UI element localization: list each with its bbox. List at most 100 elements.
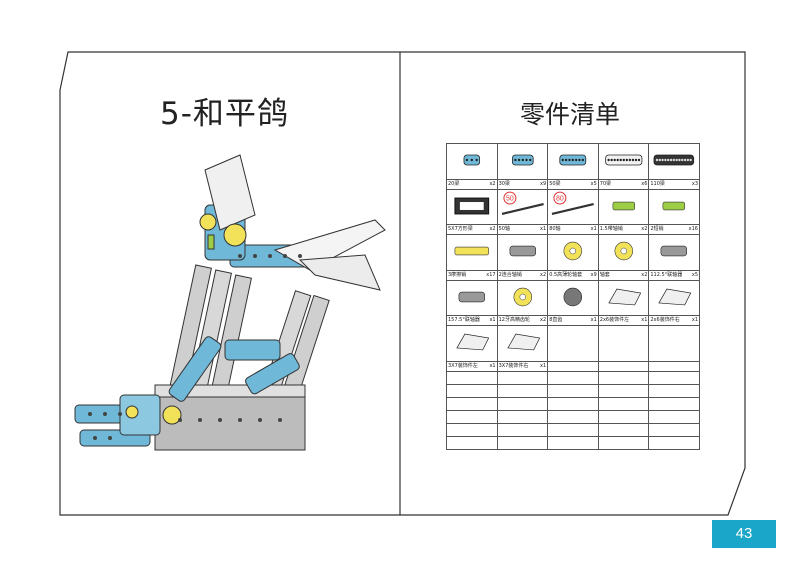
black-beam-15-icon	[653, 154, 695, 166]
blue-beam-3-icon	[463, 154, 481, 166]
empty-part-icon	[599, 326, 649, 358]
empty-table-row	[446, 435, 700, 451]
grey-angle-connector-icon	[660, 245, 688, 257]
part-image-cell: 80	[547, 188, 599, 226]
part-name: 70梁	[599, 180, 612, 187]
axle-80-icon: 80	[551, 191, 595, 215]
empty-cell	[547, 409, 599, 424]
part-image-cell	[547, 143, 599, 180]
empty-cell	[496, 435, 549, 451]
black-frame-5x7-icon	[454, 197, 490, 214]
part-name: 157.5°联轴器	[448, 317, 480, 324]
part-name: 2短销	[650, 226, 664, 233]
empty-cell	[597, 435, 650, 451]
peace-dove-model-illustration	[74, 154, 386, 451]
part-quantity: x6	[641, 180, 648, 187]
part-quantity: x16	[688, 226, 698, 233]
grey-gear-8-icon	[563, 287, 583, 306]
part-quantity: x2	[641, 271, 648, 278]
empty-table-row	[446, 383, 700, 398]
empty-cell	[496, 383, 549, 398]
part-label-cell: 2短销 x16	[648, 224, 700, 236]
part-quantity: x9	[590, 271, 597, 278]
part-image-cell	[648, 325, 700, 363]
axle-length-badge: 50	[503, 191, 516, 205]
part-label-cell	[597, 361, 650, 372]
white-panel-3x7-left-icon	[456, 333, 490, 351]
part-image-cell	[648, 188, 700, 226]
grey-connector-pin-icon	[509, 245, 536, 257]
yellow-long-pin-icon	[454, 246, 489, 256]
part-name: 3X7装饰件右	[498, 363, 529, 370]
parts-image-row	[446, 143, 700, 180]
part-image-cell	[446, 143, 498, 180]
empty-cell	[446, 422, 498, 437]
part-quantity: x17	[486, 271, 496, 278]
part-name: 0.5高薄轮轴套	[549, 271, 583, 278]
empty-cell	[597, 370, 650, 385]
empty-part-icon	[649, 326, 699, 358]
part-quantity: x1	[489, 363, 496, 370]
part-name: 3X7装饰件左	[448, 363, 478, 370]
blue-beam-7-icon	[559, 154, 587, 166]
part-label-cell: 5X7方形梁 x2	[446, 224, 498, 236]
part-label-cell: 50梁 x5	[547, 178, 599, 190]
part-image-cell	[446, 188, 498, 226]
part-image-cell	[648, 234, 700, 271]
svg-text:50: 50	[506, 195, 514, 202]
axle-length-badge: 80	[553, 191, 567, 205]
part-quantity: x2	[489, 226, 496, 233]
yellow-bush-icon	[614, 241, 633, 261]
empty-cell	[597, 422, 650, 437]
part-quantity: x5	[590, 180, 597, 187]
empty-cell	[547, 370, 599, 385]
page-number: 43	[735, 525, 753, 542]
yellow-gear-12-icon	[513, 287, 532, 306]
empty-cell	[648, 409, 700, 424]
empty-cell	[496, 409, 549, 424]
part-image-cell: 50	[496, 188, 549, 226]
part-name: 50轴	[498, 226, 510, 233]
white-panel-left-icon	[608, 288, 641, 305]
empty-cell	[446, 370, 498, 385]
axle-50-icon: 50	[501, 191, 544, 215]
page-title: 5-和平鸽	[160, 96, 289, 132]
empty-cell	[648, 435, 700, 451]
empty-cell	[496, 370, 549, 385]
empty-cell	[648, 396, 700, 411]
part-image-cell	[446, 234, 498, 271]
part-quantity: x1	[489, 317, 496, 324]
part-image-cell	[597, 188, 650, 226]
part-name: 5X7方形梁	[448, 226, 473, 233]
part-quantity: x2	[489, 180, 496, 187]
empty-table-row	[446, 422, 700, 437]
grey-angle-connector-157-icon	[458, 291, 485, 302]
part-name: 50梁	[549, 180, 561, 187]
empty-table-row	[446, 409, 700, 424]
part-image-cell	[597, 143, 650, 180]
part-name: 80轴	[549, 226, 561, 233]
empty-cell	[648, 383, 700, 398]
part-image-cell	[597, 279, 650, 317]
empty-cell	[597, 409, 650, 424]
part-image-cell	[547, 279, 599, 317]
empty-cell	[547, 383, 599, 398]
part-quantity: x1	[691, 317, 698, 324]
empty-cell	[446, 409, 498, 424]
green-short-pin-icon	[662, 201, 686, 210]
part-image-cell	[496, 143, 549, 180]
part-label-cell: 3X7装饰件左 x1	[446, 361, 498, 372]
